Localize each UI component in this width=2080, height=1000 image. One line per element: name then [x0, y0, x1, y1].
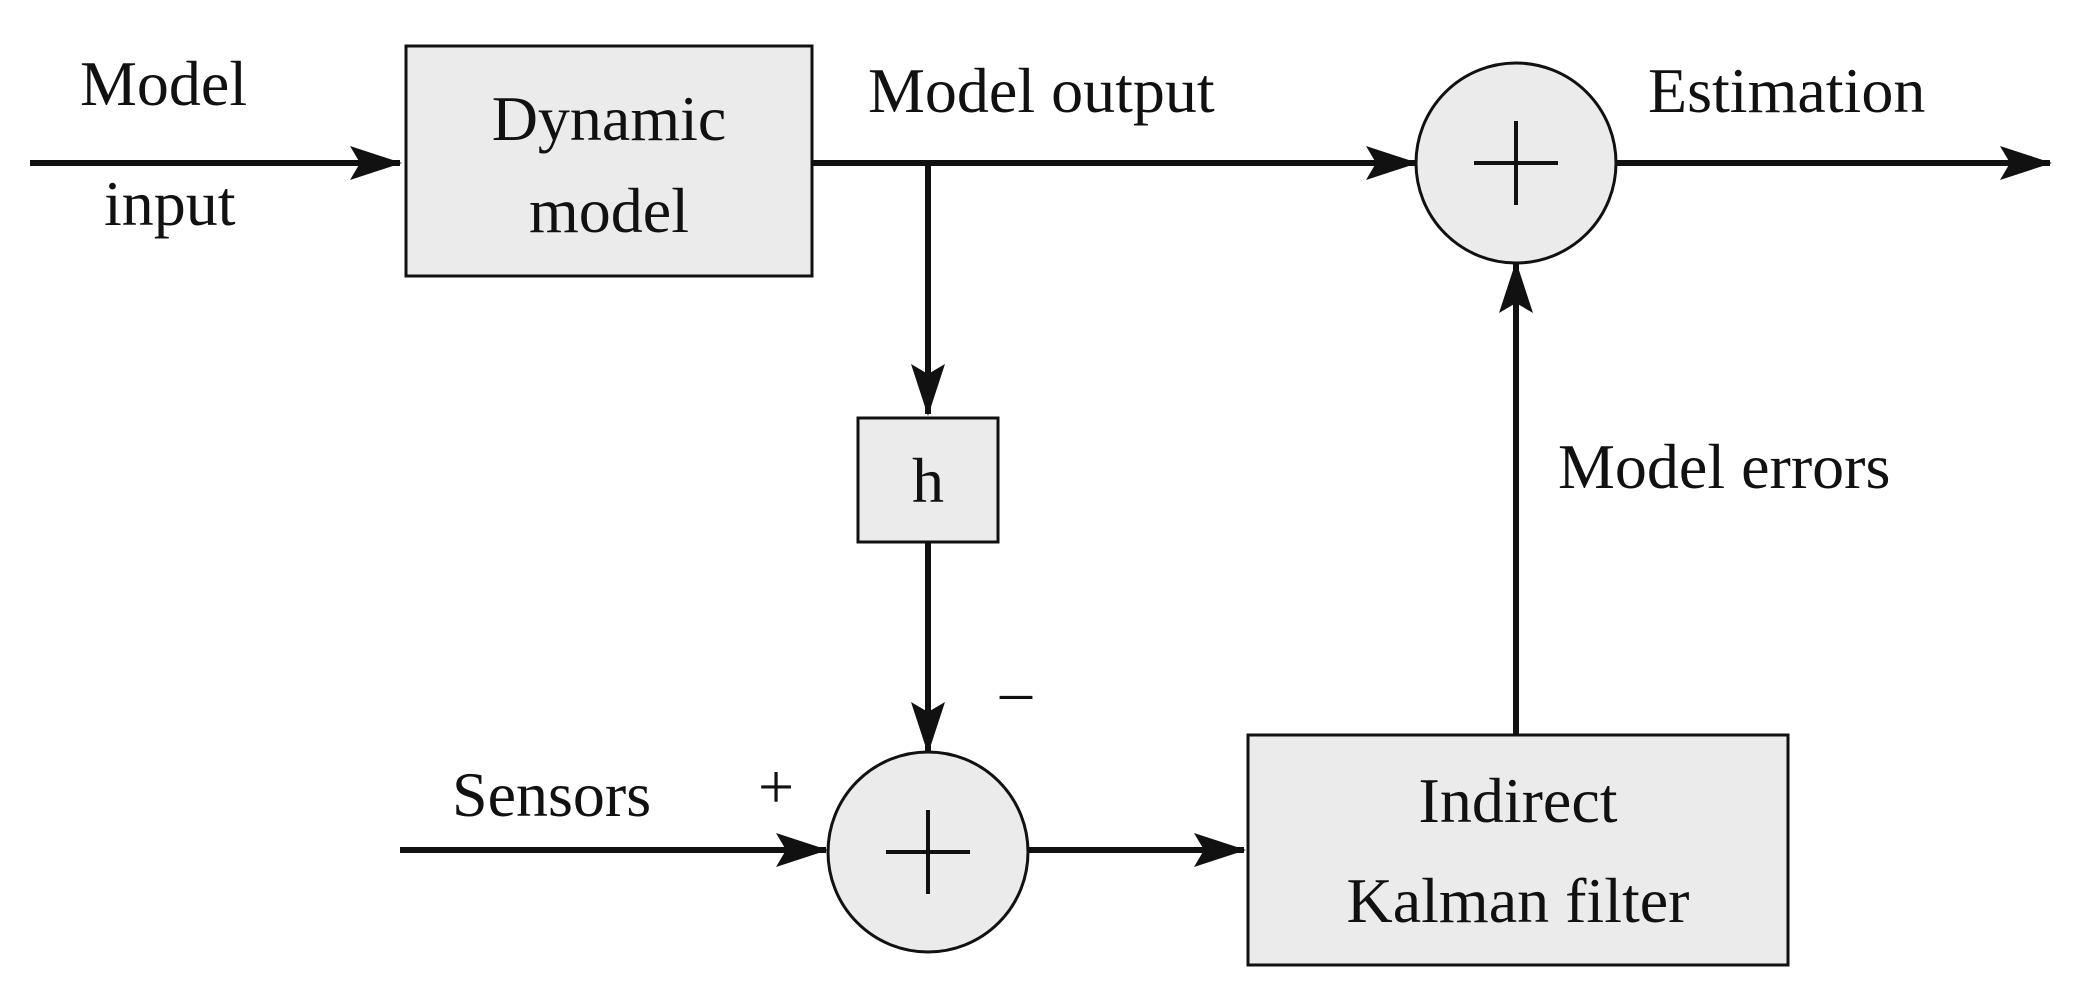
sensors-label: Sensors — [452, 759, 651, 830]
estimation-label: Estimation — [1648, 55, 1925, 126]
dynamic-model-label-line1: Dynamic — [492, 83, 727, 154]
model-input-label-line1: Model — [80, 48, 247, 119]
model-output-label: Model output — [868, 55, 1215, 126]
plus-sign: + — [758, 751, 794, 822]
output-summing-junction — [1414, 61, 1618, 265]
error-summing-junction — [826, 750, 1030, 954]
kalman-filter-block: Indirect Kalman filter — [1246, 733, 1790, 967]
model-input-label-line2: input — [104, 168, 236, 239]
kalman-label-line2: Kalman filter — [1347, 865, 1690, 936]
minus-sign: – — [999, 655, 1033, 726]
kalman-label-line1: Indirect — [1419, 765, 1618, 836]
dynamic-model-label-line2: model — [529, 175, 689, 246]
h-label: h — [912, 445, 944, 516]
model-errors-label: Model errors — [1558, 431, 1890, 502]
h-block: h — [856, 416, 1000, 544]
dynamic-model-block: Dynamic model — [404, 44, 814, 278]
